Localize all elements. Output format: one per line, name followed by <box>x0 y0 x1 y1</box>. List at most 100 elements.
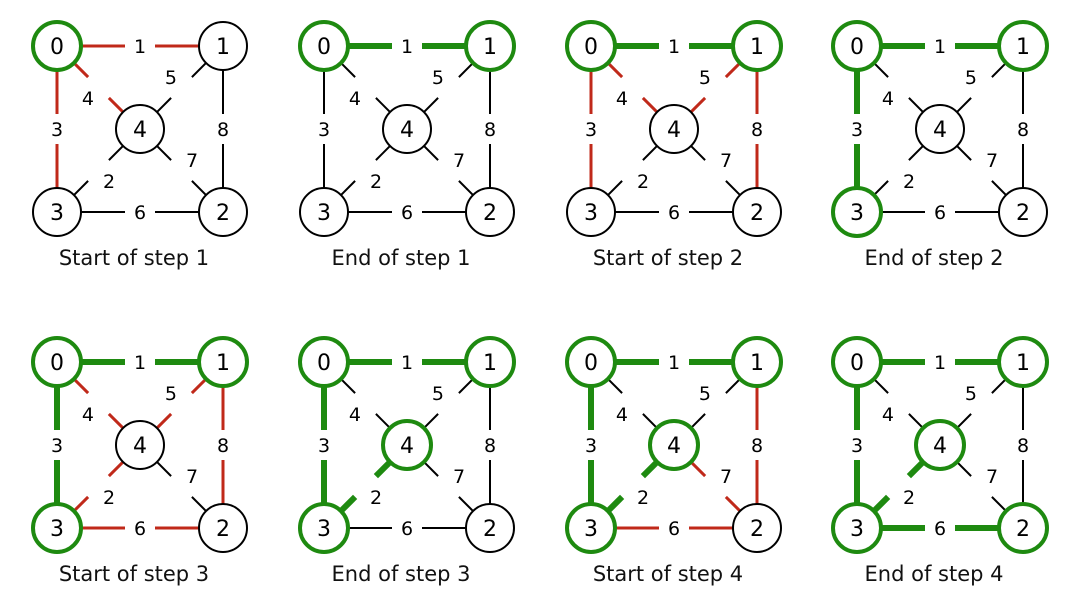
edge-weight-label: 7 <box>720 466 732 488</box>
node-label: 4 <box>667 434 681 459</box>
graph-node-1 <box>997 20 1049 72</box>
edge-e34 <box>72 495 90 513</box>
graph-node-2 <box>198 503 248 553</box>
edge-e04 <box>908 413 924 429</box>
step-caption: End of step 4 <box>864 562 1004 586</box>
step-caption: End of step 2 <box>864 246 1004 270</box>
node-label: 2 <box>216 201 230 226</box>
graph-node-3 <box>565 502 617 554</box>
node-label: 0 <box>50 35 64 60</box>
edge-e24 <box>689 460 707 478</box>
edge-e24 <box>956 461 972 477</box>
graph-node-1 <box>731 20 783 72</box>
edge-weight-label: 1 <box>401 36 413 58</box>
step-caption: Start of step 2 <box>592 246 744 270</box>
node-label: 3 <box>50 201 64 226</box>
edge-e24 <box>991 496 1007 512</box>
edge-e34 <box>605 494 625 514</box>
edge-weight-label: 5 <box>965 383 977 405</box>
graph-node-0 <box>298 20 350 72</box>
node-label: 2 <box>483 201 497 226</box>
graph-node-4 <box>914 419 966 471</box>
node-label: 1 <box>750 351 764 376</box>
edge-weight-label: 1 <box>134 36 146 58</box>
edge-weight-label: 1 <box>401 352 413 374</box>
node-label: 0 <box>850 351 864 376</box>
node-label: 3 <box>317 517 331 542</box>
edge-e14 <box>156 97 172 113</box>
edge-weight-label: 8 <box>484 119 496 141</box>
node-label: 4 <box>400 434 414 459</box>
edge-weight-label: 3 <box>851 435 863 457</box>
node-label: 1 <box>216 35 230 60</box>
graph-node-1 <box>997 336 1049 388</box>
edge-e04 <box>340 378 356 394</box>
edge-weight-label: 8 <box>217 435 229 457</box>
edge-weight-label: 5 <box>165 67 177 89</box>
edge-e24 <box>991 180 1007 196</box>
edge-e24 <box>423 145 439 161</box>
step-caption: Start of step 1 <box>58 246 210 270</box>
edge-e04 <box>873 62 889 78</box>
graph-node-1 <box>464 20 516 72</box>
edge-weight-label: 5 <box>965 67 977 89</box>
edge-weight-label: 6 <box>401 518 413 540</box>
edge-e34 <box>108 145 124 161</box>
step-caption: Start of step 3 <box>58 562 210 586</box>
edge-weight-label: 3 <box>585 435 597 457</box>
node-label: 1 <box>750 35 764 60</box>
edge-e34 <box>642 145 658 161</box>
graph-node-2 <box>997 502 1049 554</box>
node-label: 2 <box>750 201 764 226</box>
node-label: 3 <box>584 201 598 226</box>
node-label: 4 <box>133 118 147 143</box>
node-label: 0 <box>584 351 598 376</box>
edge-weight-label: 2 <box>103 487 115 509</box>
edge-weight-label: 2 <box>903 171 915 193</box>
edge-e34 <box>906 459 926 479</box>
graph-node-0 <box>831 336 883 388</box>
edge-weight-label: 4 <box>616 88 628 110</box>
edge-e14 <box>191 62 207 78</box>
graph-node-4 <box>115 420 165 470</box>
edge-e14 <box>956 413 972 429</box>
node-label: 0 <box>850 35 864 60</box>
edge-e14 <box>991 378 1007 394</box>
graph-node-3 <box>566 187 616 237</box>
edge-e14 <box>956 97 972 113</box>
edge-weight-label: 6 <box>668 202 680 224</box>
graph-node-4 <box>915 104 965 154</box>
edge-e24 <box>191 180 207 196</box>
edge-weight-label: 5 <box>699 67 711 89</box>
edge-e24 <box>956 145 972 161</box>
graph-node-3 <box>298 502 350 554</box>
edge-e34 <box>73 180 89 196</box>
graph-node-3 <box>831 502 883 554</box>
edge-weight-label: 8 <box>484 435 496 457</box>
edge-e24 <box>191 496 207 512</box>
edge-e04 <box>340 62 356 78</box>
edge-e04 <box>72 377 90 395</box>
edge-e04 <box>107 412 125 430</box>
node-label: 2 <box>216 517 230 542</box>
edge-e14 <box>155 412 173 430</box>
graph-node-3 <box>32 187 82 237</box>
graph-node-0 <box>565 336 617 388</box>
edge-weight-label: 5 <box>165 383 177 405</box>
node-label: 1 <box>483 351 497 376</box>
edge-weight-label: 3 <box>51 435 63 457</box>
edge-weight-label: 1 <box>934 36 946 58</box>
edge-e34 <box>375 145 391 161</box>
edge-e34 <box>607 180 623 196</box>
edge-e14 <box>689 96 707 114</box>
edge-e24 <box>690 145 706 161</box>
edge-e14 <box>724 61 742 79</box>
edge-weight-label: 6 <box>668 518 680 540</box>
